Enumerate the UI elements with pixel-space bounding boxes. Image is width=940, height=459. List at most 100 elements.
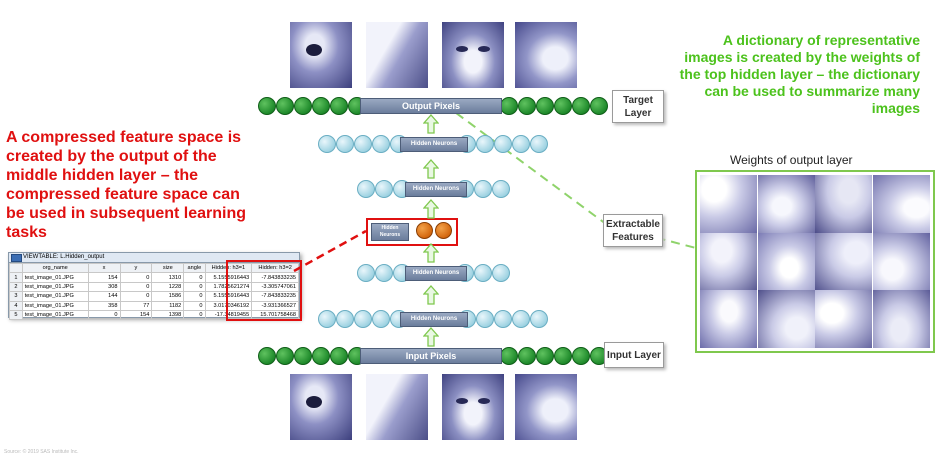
table-cell: 144 bbox=[87, 291, 121, 302]
table-cell: 0 bbox=[183, 272, 206, 283]
hidden-layer-5-neuron bbox=[318, 310, 336, 328]
output-cat-image-4 bbox=[515, 22, 577, 88]
weight-image-tile bbox=[700, 232, 758, 292]
extractable-features-label: Extractable Features bbox=[603, 214, 663, 247]
table-cell: 2 bbox=[9, 281, 23, 293]
table-cell: 0 bbox=[119, 291, 153, 302]
table-header-cell[interactable]: x bbox=[87, 262, 121, 274]
output-cat-image-3 bbox=[442, 22, 504, 88]
output-layer-neuron bbox=[518, 97, 536, 115]
table-cell: 0 bbox=[183, 291, 206, 302]
table-cell: 77 bbox=[119, 300, 153, 311]
up-arrow-icon bbox=[423, 327, 439, 347]
output-layer-neuron bbox=[312, 97, 330, 115]
dictionary-annotation: A dictionary of representative images is… bbox=[679, 32, 920, 116]
table-cell: 0 bbox=[87, 309, 121, 321]
table-cell: 0 bbox=[183, 300, 206, 311]
table-cell: 0 bbox=[183, 281, 206, 293]
target-layer-label: Target Layer bbox=[612, 90, 664, 123]
hidden-layer-5-neuron bbox=[372, 310, 390, 328]
table-cell: 0 bbox=[183, 309, 206, 321]
hidden-layer-5-neuron bbox=[530, 310, 548, 328]
table-cell: test_image_01.JPG bbox=[21, 291, 89, 302]
weight-image-tile bbox=[815, 175, 873, 234]
input-cat-image-3 bbox=[442, 374, 504, 440]
weights-caption: Weights of output layer bbox=[730, 153, 853, 167]
weight-image-tile bbox=[815, 290, 873, 350]
hidden-layer-1-neuron bbox=[354, 135, 372, 153]
table-header-cell[interactable]: y bbox=[119, 262, 153, 274]
hidden-layer-4-neuron bbox=[492, 264, 510, 282]
output-layer-neuron bbox=[590, 97, 608, 115]
weight-image-tile bbox=[757, 232, 816, 292]
table-header-cell[interactable]: org_name bbox=[21, 262, 89, 274]
weight-image-tile bbox=[872, 232, 931, 292]
input-layer-neuron bbox=[518, 347, 536, 365]
hidden-layer-4-neuron bbox=[357, 264, 375, 282]
hidden-neurons-bar-1: Hidden Neurons bbox=[400, 137, 468, 152]
table-cell: 1228 bbox=[151, 281, 185, 293]
red-dashed-connector bbox=[293, 229, 367, 273]
table-cell: 154 bbox=[119, 309, 153, 321]
middle-neuron-2 bbox=[435, 222, 452, 239]
input-layer-neuron bbox=[330, 347, 348, 365]
weight-image-tile bbox=[872, 290, 931, 350]
table-title-text: VIEWTABLE: L.Hidden_output bbox=[23, 254, 105, 260]
hidden-layer-1-neuron bbox=[318, 135, 336, 153]
table-cell: 308 bbox=[87, 281, 121, 293]
hidden-layer-1-neuron bbox=[530, 135, 548, 153]
hidden-layer-5-neuron bbox=[494, 310, 512, 328]
input-layer-label: Input Layer bbox=[604, 342, 664, 368]
weights-grid bbox=[695, 170, 935, 353]
hidden-neurons-bar-5: Hidden Neurons bbox=[400, 312, 468, 327]
input-layer-neuron bbox=[258, 347, 276, 365]
weight-image-tile bbox=[700, 175, 758, 234]
table-cell: 1586 bbox=[151, 291, 185, 302]
hidden-layer-2-neuron bbox=[357, 180, 375, 198]
input-cat-image-1 bbox=[290, 374, 352, 440]
table-window-title: VIEWTABLE: L.Hidden_output bbox=[9, 253, 299, 263]
compressed-feature-annotation: A compressed feature space is created by… bbox=[6, 129, 247, 241]
output-cat-image-1 bbox=[290, 22, 352, 88]
up-arrow-icon bbox=[423, 285, 439, 305]
table-cell: 1398 bbox=[151, 309, 185, 321]
output-layer-neuron bbox=[258, 97, 276, 115]
output-layer-neuron bbox=[554, 97, 572, 115]
weight-image-tile bbox=[872, 175, 931, 234]
up-arrow-icon bbox=[423, 199, 439, 219]
table-cell: 4 bbox=[9, 300, 23, 311]
hidden-output-table-window[interactable]: VIEWTABLE: L.Hidden_output org_name x y … bbox=[8, 252, 300, 321]
input-layer-neuron bbox=[536, 347, 554, 365]
hidden-layer-1-neuron bbox=[476, 135, 494, 153]
weight-image-tile bbox=[700, 290, 758, 350]
hidden-columns-highlight bbox=[226, 260, 302, 321]
input-layer-neuron bbox=[572, 347, 590, 365]
input-cat-image-2 bbox=[366, 374, 428, 440]
table-cell: 358 bbox=[87, 300, 121, 311]
table-header-cell bbox=[9, 262, 23, 274]
table-cell: 5 bbox=[9, 309, 23, 321]
output-pixels-bar: Output Pixels bbox=[360, 98, 502, 114]
hidden-layer-5-neuron bbox=[336, 310, 354, 328]
table-cell: test_image_01.JPG bbox=[21, 272, 89, 283]
table-header-cell[interactable]: angle bbox=[183, 262, 206, 274]
hidden-layer-1-neuron bbox=[494, 135, 512, 153]
hidden-output-table: org_name x y size angle Hidden: h3=1 Hid… bbox=[9, 262, 299, 321]
hidden-layer-2-neuron bbox=[474, 180, 492, 198]
table-cell: 0 bbox=[119, 272, 153, 283]
hidden-neurons-bar-2: Hidden Neurons bbox=[405, 182, 467, 197]
table-header-cell[interactable]: size bbox=[151, 262, 185, 274]
footer-source: Source: © 2019 SAS Institute Inc. bbox=[4, 449, 79, 455]
hidden-layer-5-neuron bbox=[476, 310, 494, 328]
table-icon bbox=[11, 254, 22, 262]
hidden-layer-4-neuron bbox=[375, 264, 393, 282]
output-cat-image-2 bbox=[366, 22, 428, 88]
input-pixels-bar: Input Pixels bbox=[360, 348, 502, 364]
hidden-layer-5-neuron bbox=[354, 310, 372, 328]
output-layer-neuron bbox=[536, 97, 554, 115]
input-cat-image-4 bbox=[515, 374, 577, 440]
output-layer-neuron bbox=[572, 97, 590, 115]
input-layer-neuron bbox=[554, 347, 572, 365]
middle-neuron-1 bbox=[416, 222, 433, 239]
